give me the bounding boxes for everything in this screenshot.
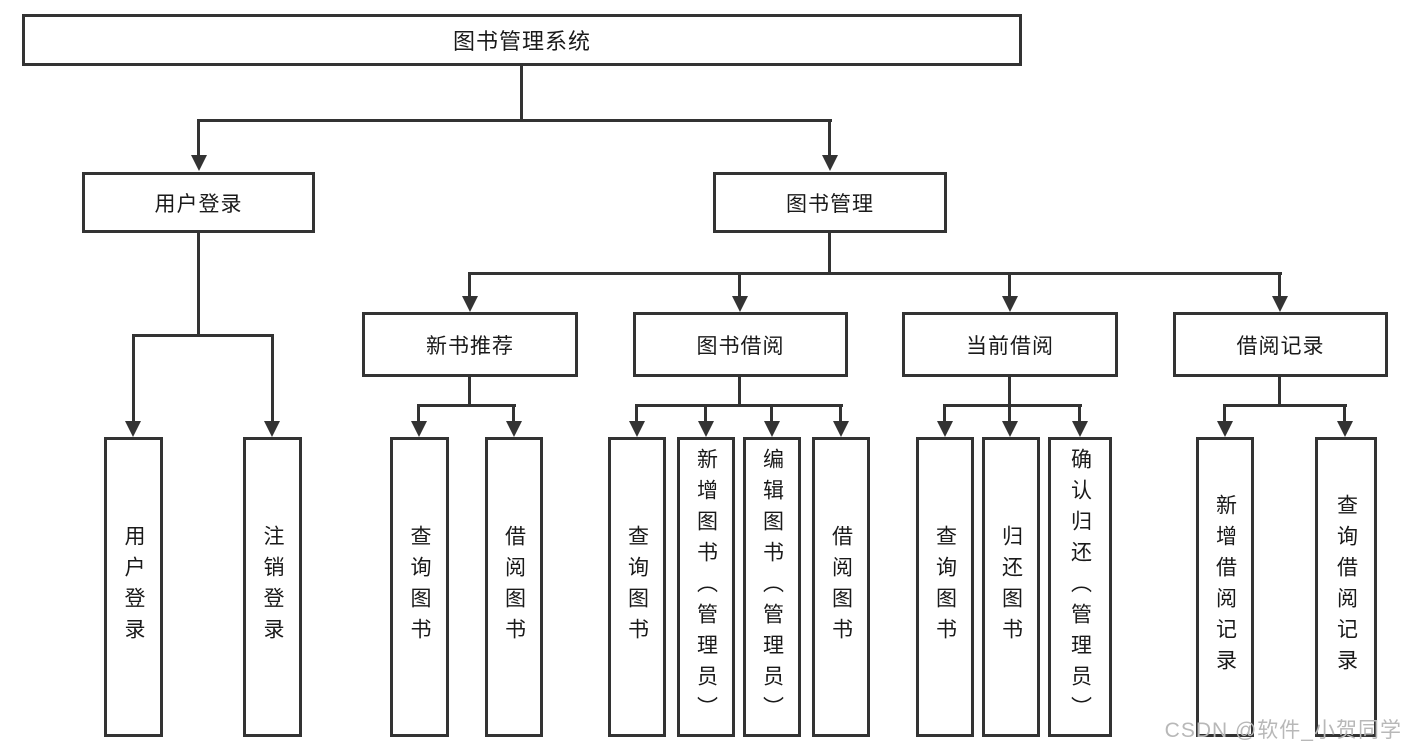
leaf-user-login: 用户登录: [104, 437, 163, 737]
edge-line: [738, 272, 741, 298]
edge-line: [770, 404, 773, 422]
leaf-edit-book-admin: 编辑图书（管理员）: [743, 437, 801, 737]
edge-line: [1008, 404, 1011, 422]
leaf-query-book-recommend: 查询图书: [390, 437, 449, 737]
arrow-down: [937, 421, 953, 437]
leaf-borrow-book-label: 借阅图书: [829, 525, 853, 649]
edge-line: [1078, 404, 1081, 422]
edge-line: [271, 334, 274, 421]
edge-line: [132, 334, 274, 337]
leaf-borrow-book-recommend: 借阅图书: [485, 437, 543, 737]
arrow-down: [732, 296, 748, 312]
leaf-borrow-book: 借阅图书: [812, 437, 870, 737]
leaf-query-book-borrow-label: 查询图书: [625, 525, 649, 649]
arrow-down: [822, 155, 838, 171]
edge-line: [943, 404, 946, 422]
edge-line: [1343, 404, 1346, 422]
edge-line: [828, 119, 831, 157]
arrow-down: [264, 421, 280, 437]
arrow-down: [833, 421, 849, 437]
leaf-add-book-admin-label: 新增图书（管理员）: [694, 447, 718, 727]
leaf-query-borrow-record-label: 查询借阅记录: [1334, 494, 1358, 680]
arrow-down: [764, 421, 780, 437]
edge-line: [1223, 404, 1347, 407]
leaf-confirm-return-admin-label: 确认归还（管理员）: [1068, 447, 1092, 727]
leaf-add-borrow-record: 新增借阅记录: [1196, 437, 1254, 737]
edge-line: [417, 404, 516, 407]
edge-line: [468, 272, 1282, 275]
leaf-query-book-current-label: 查询图书: [933, 525, 957, 649]
node-borrow-record: 借阅记录: [1173, 312, 1388, 377]
arrow-down: [411, 421, 427, 437]
arrow-down: [698, 421, 714, 437]
edge-line: [1008, 377, 1011, 406]
arrow-down: [462, 296, 478, 312]
node-current-borrow: 当前借阅: [902, 312, 1118, 377]
arrow-down: [1002, 421, 1018, 437]
edge-line: [520, 66, 523, 120]
arrow-down: [1072, 421, 1088, 437]
edge-line: [635, 404, 638, 422]
leaf-query-book-current: 查询图书: [916, 437, 974, 737]
node-user-login: 用户登录: [82, 172, 315, 233]
leaf-logout-label: 注销登录: [261, 525, 284, 649]
edge-line: [197, 119, 200, 157]
leaf-confirm-return-admin: 确认归还（管理员）: [1048, 437, 1112, 737]
edge-line: [704, 404, 707, 422]
edge-line: [1278, 377, 1281, 406]
arrow-down: [1002, 296, 1018, 312]
leaf-borrow-book-recommend-label: 借阅图书: [502, 525, 526, 649]
node-book-management: 图书管理: [713, 172, 947, 233]
edge-line: [468, 272, 471, 298]
leaf-add-book-admin: 新增图书（管理员）: [677, 437, 735, 737]
leaf-query-book-recommend-label: 查询图书: [408, 525, 431, 649]
edge-line: [417, 404, 420, 422]
leaf-return-book-label: 归还图书: [999, 525, 1023, 649]
edge-line: [1278, 272, 1281, 298]
edge-line: [1008, 272, 1011, 298]
arrow-down: [1272, 296, 1288, 312]
edge-line: [943, 404, 1082, 407]
arrow-down: [125, 421, 141, 437]
edge-line: [512, 404, 515, 422]
arrow-down: [191, 155, 207, 171]
node-root: 图书管理系统: [22, 14, 1022, 66]
edge-line: [197, 119, 832, 122]
edge-line: [635, 404, 843, 407]
leaf-query-borrow-record: 查询借阅记录: [1315, 437, 1377, 737]
watermark: CSDN @软件_小贺同学: [1164, 719, 1402, 742]
edge-line: [839, 404, 842, 422]
leaf-return-book: 归还图书: [982, 437, 1040, 737]
leaf-query-book-borrow: 查询图书: [608, 437, 666, 737]
edge-line: [1223, 404, 1226, 422]
edge-line: [197, 233, 200, 336]
node-new-book-recommend: 新书推荐: [362, 312, 578, 377]
leaf-logout: 注销登录: [243, 437, 302, 737]
node-book-borrow: 图书借阅: [633, 312, 848, 377]
leaf-edit-book-admin-label: 编辑图书（管理员）: [760, 447, 784, 727]
edge-line: [468, 377, 471, 406]
edge-line: [738, 377, 741, 406]
arrow-down: [506, 421, 522, 437]
leaf-user-login-label: 用户登录: [122, 525, 145, 649]
arrow-down: [629, 421, 645, 437]
edge-line: [828, 233, 831, 275]
arrow-down: [1337, 421, 1353, 437]
leaf-add-borrow-record-label: 新增借阅记录: [1213, 494, 1237, 680]
arrow-down: [1217, 421, 1233, 437]
edge-line: [132, 334, 135, 421]
